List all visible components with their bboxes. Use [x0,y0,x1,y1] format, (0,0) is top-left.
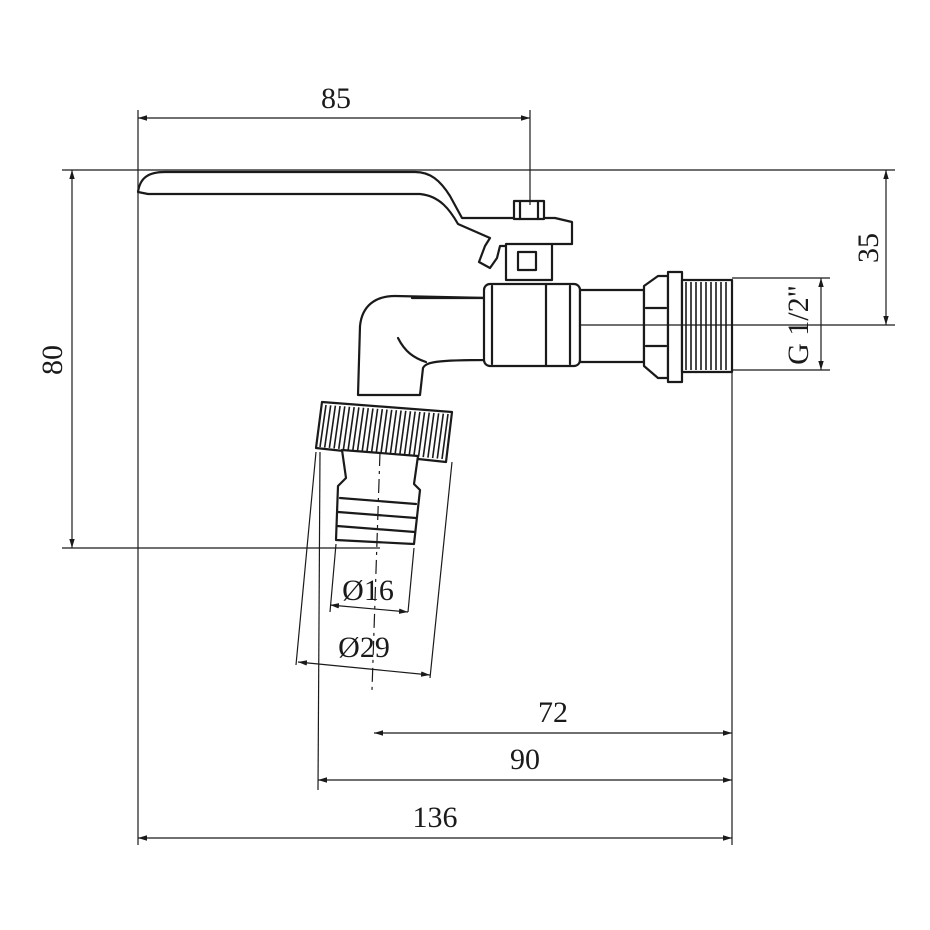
dim-16-line [329,603,409,614]
valve-body [482,282,582,368]
pipe-connector [578,288,646,364]
dim-16-label: Ø16 [342,574,394,607]
hose-barb [334,448,422,546]
dimension-lines: 85 80 35 G 1/2" Ø16 Ø29 72 90 136 [36,82,895,845]
dim-80-label: 80 [36,345,69,375]
threaded-end [680,278,734,374]
dim-72-label: 72 [538,696,568,729]
stem-nut [512,199,546,221]
lever-handle [136,170,574,270]
hex-nut [642,274,670,380]
thread-hatching [685,282,727,370]
dim-29-label: Ø29 [338,631,390,664]
elbow-outlet [356,294,490,397]
dim-136-label: 136 [413,801,458,834]
dim-thread-label: G 1/2" [782,285,815,365]
nut-knurling [319,404,449,460]
dim-90-label: 90 [510,743,540,776]
dim-85-label: 85 [321,82,351,115]
dim-35-label: 35 [852,233,885,263]
dim-29-line [297,660,431,677]
valve-assembly [136,170,734,691]
